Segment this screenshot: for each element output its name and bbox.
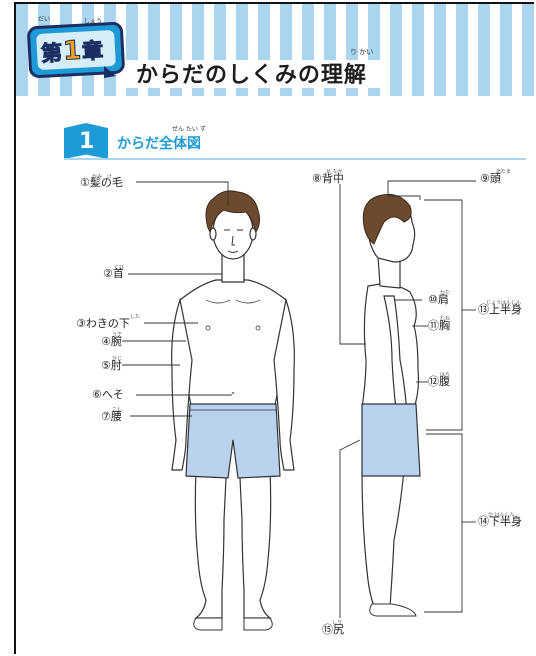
side-figure [361,199,420,607]
side-shorts [361,403,421,477]
label-upper-body-ruby: じょうはんしん [486,300,522,306]
side-foot [369,603,417,617]
section-title-ruby: ぜん たい ず [172,126,206,133]
title-band [120,60,390,88]
label-shoulder: ⑩肩 [428,293,449,306]
chapter-badge-tail [104,66,116,78]
label-abdomen-ruby: はら [440,372,451,378]
label-head: ⑨頭 [480,172,501,185]
front-torso [179,279,287,411]
front-figure [171,204,295,619]
front-chest-details [205,299,261,394]
front-shorts [185,403,281,479]
side-legs [361,469,405,607]
front-left-ear [209,227,217,241]
label-armpit-ruby: した [130,314,141,320]
label-upper-body: ⑬上半身 [478,303,522,316]
side-leader-lines [339,180,476,618]
side-hair [362,193,412,245]
label-lower-body-ruby: か はんしん [488,512,515,518]
front-right-ear [249,227,257,241]
label-head-ruby: あたま [496,169,511,175]
label-neck-ruby: くび [114,265,125,271]
front-right-leg [239,469,272,619]
front-left-foot [193,617,223,631]
label-arm-ruby: うで [112,332,123,338]
front-face [224,229,243,253]
label-elbow: ⑤肘 [101,359,122,372]
side-torso [361,283,420,409]
front-left-leg [194,469,227,619]
label-arm: ④腕 [101,335,122,348]
front-right-arm [273,297,295,471]
label-waist: ⑦腰 [101,410,122,423]
front-right-foot [243,617,273,631]
label-armpit: ③わきの下 [76,317,130,330]
label-elbow-ruby: ひじ [112,356,123,362]
label-lower-body: ⑭下半身 [478,515,522,528]
section-book-icon: 1 [64,123,108,159]
front-leader-lines [122,181,232,417]
label-navel: ⑥へそ [92,388,124,401]
section-number: 1 [79,129,95,154]
label-back-ruby: せ なか [326,169,343,175]
label-back: ⑧背中 [312,172,344,185]
label-chest-ruby: むね [440,316,451,322]
chapter-title-ruby: り かい [350,48,374,56]
front-hair [205,190,261,234]
label-buttocks: ⑮尻 [322,623,344,636]
label-hair: ①髪の毛 [80,176,123,189]
chapter-ruby-dai: だい [38,16,51,23]
label-abdomen: ⑫腹 [428,375,450,388]
page-frame [14,2,534,654]
section-title: からだ全体図 [117,136,201,152]
label-shoulder-ruby: かた [440,290,451,296]
label-neck: ②首 [103,267,124,280]
label-buttocks-ruby: しり [332,620,343,626]
chapter-ruby-shou: しょう [84,18,103,25]
label-waist-ruby: こし [112,407,123,413]
section-underline [64,158,526,160]
label-chest: ⑪胸 [428,319,450,332]
chapter-title: からだのしくみの理解 [136,63,367,88]
label-hair-ruby: かみ け [92,174,113,180]
